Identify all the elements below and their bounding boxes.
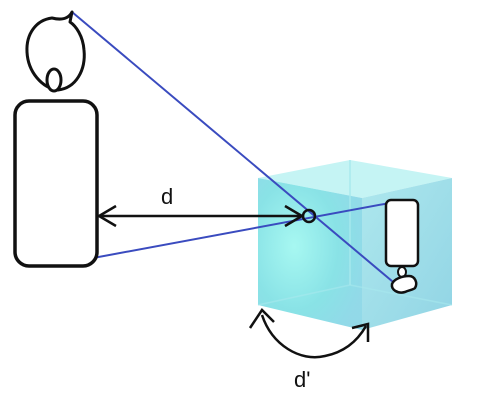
ray-bottom-to-image (49, 201, 396, 267)
pinhole-aperture (301, 208, 317, 224)
camera-box-back-edge-3 (257, 284, 351, 306)
light-rays (49, 11, 406, 293)
candle-flame-inner (45, 67, 63, 93)
distance-d-prime-left-arrowhead (248, 308, 275, 329)
candle-body (13, 99, 99, 268)
inverted-candle-image (384, 198, 420, 294)
distance-d-prime-right-arrowhead (351, 322, 370, 342)
pinhole-camera-box (257, 160, 453, 330)
camera-box-top (258, 160, 452, 198)
image-flame-outer (390, 274, 418, 294)
label-d: d (161, 184, 173, 209)
ray-top-to-image (71, 11, 406, 293)
label-d-prime: d' (294, 367, 310, 392)
upright-candle-object (13, 10, 99, 268)
candle-flame-outer (25, 10, 86, 92)
camera-box-front (258, 178, 362, 330)
distance-d-left-arrowhead (96, 204, 117, 228)
image-candle-body (384, 198, 420, 268)
camera-box-back-edge-2 (349, 284, 453, 306)
image-distance-arrow (248, 308, 370, 359)
distance-d-prime-curve (260, 314, 368, 359)
